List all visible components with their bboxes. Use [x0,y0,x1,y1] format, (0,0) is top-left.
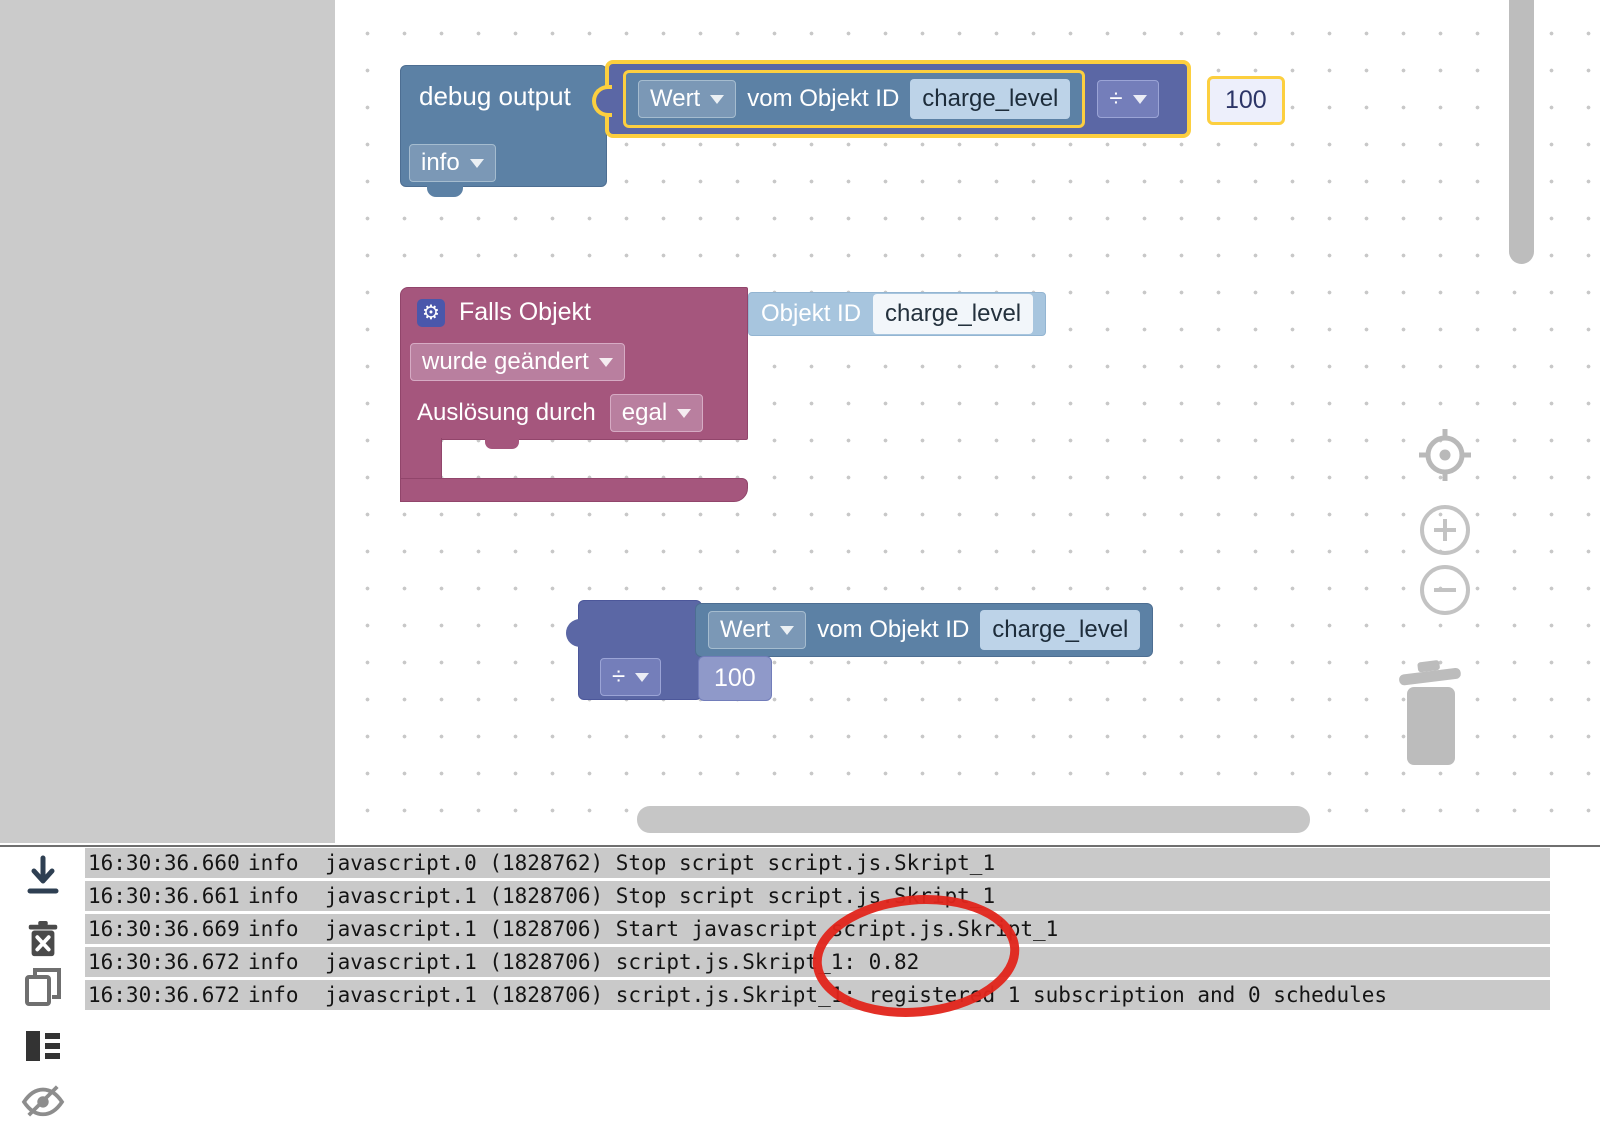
log-message: javascript.1 (1828706) script.js.Skript_… [325,950,920,974]
trigger-statement-arm [400,478,748,502]
horizontal-scrollbar[interactable] [637,806,1310,833]
clear-log-button[interactable] [24,921,62,959]
log-columns-button[interactable] [24,1029,62,1063]
value-attr-dropdown[interactable]: Wert [638,80,737,118]
log-time: 16:30:36.672 [88,950,240,974]
log-row: 16:30:36.672 info javascript.1 (1828706)… [85,947,1550,977]
dropdown-arrow-icon [635,672,650,682]
operator-value: ÷ [1109,85,1123,112]
copy-log-button[interactable] [23,967,63,1007]
log-toolbar [0,847,85,1146]
trigger-ack-dropdown[interactable]: egal [609,394,704,432]
blockly-workspace-canvas[interactable]: debug output info Wert vom Objekt ID cha… [335,0,1600,843]
log-level: info [248,884,299,908]
of-object-label: vom Objekt ID [747,85,900,112]
value-attr-dropdown[interactable]: Wert [708,611,807,649]
mutator-gear-icon[interactable]: ⚙ [417,298,445,327]
block-object-id-shadow[interactable]: Objekt ID charge_level [748,292,1047,336]
number-shadow[interactable]: 100 [698,656,772,701]
vertical-scrollbar[interactable] [1509,0,1534,264]
hide-log-button[interactable] [20,1081,66,1119]
object-id-label: Objekt ID [761,300,862,327]
value-connector-tab [566,619,581,647]
next-connector [427,185,463,197]
debug-block-title: debug output [419,81,571,111]
debug-level-value: info [421,149,460,176]
trigger-change-value: wurde geändert [422,348,589,375]
log-level: info [248,950,299,974]
block-get-value-selected[interactable]: Wert vom Objekt ID charge_level [623,70,1086,128]
log-message: javascript.1 (1828706) Stop script scrip… [325,884,996,908]
dropdown-arrow-icon [677,408,692,418]
blockly-toolbox[interactable] [0,0,335,843]
trigger-change-dropdown[interactable]: wurde geändert [410,343,625,381]
columns-icon [25,1031,60,1061]
log-time: 16:30:36.669 [88,917,240,941]
value-attr: Wert [650,85,701,112]
object-id-field[interactable]: charge_level [910,79,1071,119]
log-level: info [248,851,299,875]
dropdown-arrow-icon [598,357,613,367]
zoom-in-button[interactable] [1417,502,1473,563]
trigger-title: Falls Objekt [459,298,591,326]
dropdown-arrow-icon [1132,94,1147,104]
export-log-button[interactable] [23,855,63,895]
of-object-label: vom Objekt ID [817,616,970,643]
value-attr: Wert [720,616,771,643]
log-time: 16:30:36.661 [88,884,240,908]
zoom-out-button[interactable] [1417,562,1473,623]
log-row: 16:30:36.660 info javascript.0 (1828762)… [85,848,1550,878]
value-connector-tab [592,85,612,117]
log-panel: 16:30:36.660 info javascript.0 (1828762)… [0,845,1600,1146]
dropdown-arrow-icon [780,625,795,635]
log-row: 16:30:36.661 info javascript.1 (1828706)… [85,881,1550,911]
block-trigger-on-change[interactable]: ⚙ Falls Objekt wurde geändert Auslösung … [400,287,748,440]
log-level: info [248,917,299,941]
download-icon [27,855,58,894]
log-message: javascript.1 (1828706) Start javascript … [325,917,1059,941]
statement-connector-notch [485,439,519,449]
trigger-ack-value: egal [621,399,668,426]
operator-dropdown[interactable]: ÷ [1097,80,1159,118]
operator-dropdown[interactable]: ÷ [600,658,662,696]
object-id-field[interactable]: charge_level [980,610,1141,650]
debug-level-dropdown[interactable]: info [409,144,496,182]
crosshair-icon [1419,429,1471,481]
log-message: javascript.1 (1828706) script.js.Skript_… [325,983,1388,1007]
zoom-out-icon [1420,565,1470,615]
block-debug-output[interactable]: debug output info [400,65,607,197]
trash-dropzone[interactable] [1391,655,1469,778]
clear-trash-icon [28,921,57,957]
block-get-value[interactable]: Wert vom Objekt ID charge_level [695,603,1154,657]
log-time: 16:30:36.672 [88,983,240,1007]
number-shadow-selected[interactable]: 100 [1207,76,1285,125]
zoom-in-icon [1420,505,1470,555]
log-rows: 16:30:36.660 info javascript.0 (1828762)… [85,848,1550,1013]
log-message: javascript.0 (1828762) Stop script scrip… [325,851,996,875]
dropdown-arrow-icon [469,158,484,168]
log-time: 16:30:36.660 [88,851,240,875]
trigger-ack-label: Auslösung durch [417,399,596,426]
trash-icon [1399,660,1461,765]
copy-icon [24,968,61,1006]
log-row: 16:30:36.672 info javascript.1 (1828706)… [85,980,1550,1010]
log-level: info [248,983,299,1007]
eye-off-icon [21,1085,64,1117]
log-row: 16:30:36.669 info javascript.1 (1828706)… [85,914,1550,944]
object-id-field[interactable]: charge_level [873,294,1034,334]
dropdown-arrow-icon [710,94,725,104]
block-math-divide-selected[interactable]: Wert vom Objekt ID charge_level ÷ [592,60,1191,138]
scroll-to-center-button[interactable] [1417,427,1473,488]
operator-value: ÷ [612,663,626,690]
